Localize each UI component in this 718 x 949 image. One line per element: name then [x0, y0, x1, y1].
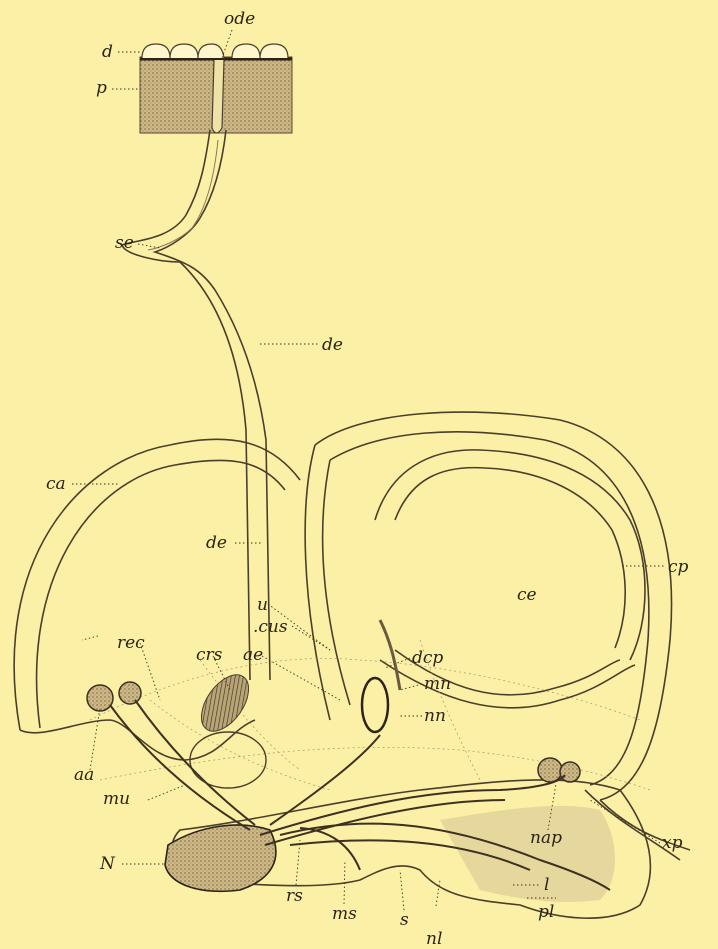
label-nap: nap	[530, 828, 562, 848]
label-cp: cp	[668, 557, 689, 577]
label-cus: .cus	[253, 617, 288, 637]
label-ca: ca	[46, 474, 66, 494]
label-d: d	[102, 42, 113, 62]
label-de-lower: de	[206, 533, 227, 553]
label-xp: xp	[662, 833, 683, 853]
external-canal	[375, 450, 645, 708]
label-de: de	[322, 335, 343, 355]
label-pl: pl	[538, 902, 554, 922]
label-ms: ms	[332, 904, 357, 924]
label-l: l	[544, 875, 549, 895]
label-p: p	[96, 78, 107, 98]
label-u: u	[257, 595, 268, 615]
crus-commune	[305, 445, 350, 720]
label-dcp: dcp	[412, 648, 443, 668]
label-aa: aa	[74, 765, 94, 785]
label-se: se	[115, 233, 134, 253]
posterior-canal	[315, 412, 690, 860]
label-N: N	[99, 854, 116, 874]
label-ae: ae	[243, 645, 263, 665]
label-s: s	[400, 910, 409, 930]
label-mn: mn	[424, 674, 451, 694]
label-mu: mu	[103, 789, 130, 809]
label-nn: nn	[424, 706, 446, 726]
labels: ode d p se de ca cp de ce u .cus ae crs …	[46, 9, 689, 949]
ampullae	[87, 682, 580, 782]
label-nl: nl	[426, 929, 442, 949]
label-rs: rs	[286, 886, 303, 906]
endolymphatic-duct	[122, 130, 270, 680]
label-ce: ce	[517, 585, 537, 605]
label-ode: ode	[224, 9, 255, 29]
label-crs: crs	[196, 645, 223, 665]
skin-block	[140, 44, 292, 133]
label-rec: rec	[117, 633, 145, 653]
